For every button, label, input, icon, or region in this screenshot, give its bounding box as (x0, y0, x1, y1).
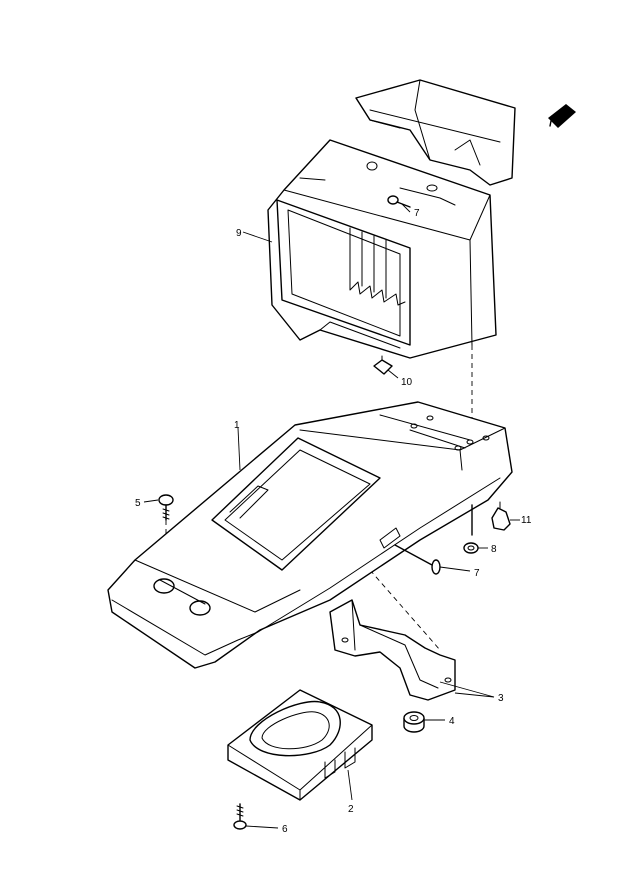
callout-label-3: 3 (498, 693, 504, 704)
screw-6 (233, 803, 247, 830)
clip-11 (491, 501, 511, 531)
screw-5 (158, 494, 174, 521)
callout-label-10: 8 (491, 544, 497, 555)
spacer-4 (403, 711, 425, 733)
callout-label-5: 5 (135, 498, 141, 509)
console-box-part (107, 401, 513, 669)
callout-labels: 9 7 10 1 5 11 8 7 3 4 2 6 (135, 208, 532, 835)
callout-label-1: 1 (234, 420, 240, 431)
console-bracket-part (329, 599, 456, 701)
front-direction-arrow-icon (548, 104, 576, 128)
screw-7-lower (394, 544, 441, 575)
callout-label-9: 10 (401, 377, 413, 388)
washer-10 (463, 504, 479, 554)
leader-lines (143, 203, 520, 829)
callout-label-7-upper: 7 (414, 208, 420, 219)
callout-label-7-lower: 7 (474, 568, 480, 579)
callout-label-2: 2 (348, 804, 354, 815)
callout-label-4: 4 (449, 716, 455, 727)
callout-label-6: 6 (282, 824, 288, 835)
console-pocket-part (267, 79, 516, 359)
screw-7-upper (387, 195, 411, 208)
callout-label-11: 11 (521, 515, 532, 526)
shift-lever-boot-plate-part (227, 689, 373, 801)
callout-label-8: 9 (236, 228, 242, 239)
clip-9-part (373, 355, 393, 375)
